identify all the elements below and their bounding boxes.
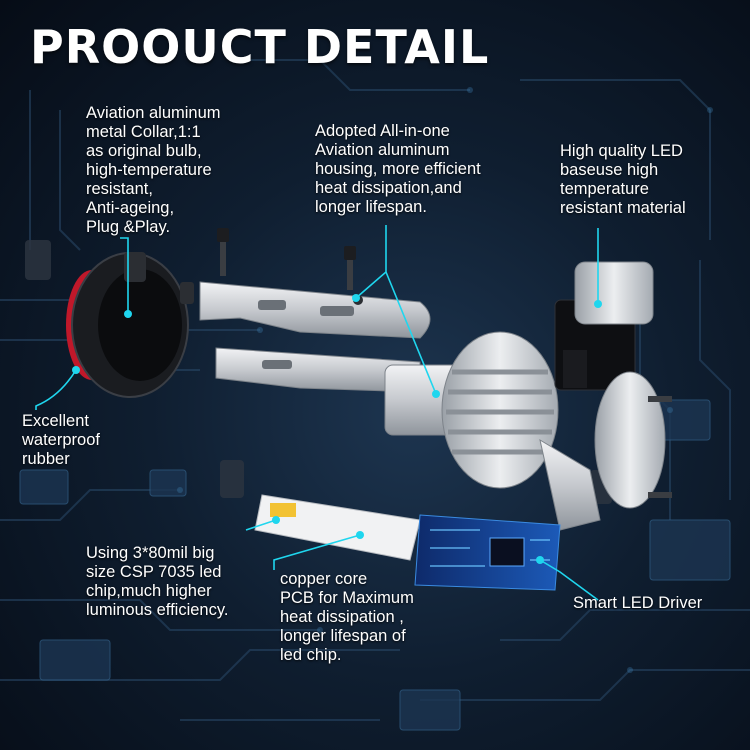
aluminum-collar [71, 252, 194, 398]
leader-driver [539, 559, 599, 601]
back-cover-disc [594, 371, 672, 509]
screw-middle [344, 246, 356, 290]
page-title: PROOUCT DETAIL [30, 20, 490, 74]
callout-collar: Aviation aluminum metal Collar,1:1 as or… [86, 104, 221, 236]
leader-collar [120, 237, 129, 312]
csp-led-chip [270, 503, 296, 517]
screw-left [217, 228, 229, 276]
copper-core-pcb [254, 494, 421, 561]
led-base [554, 261, 654, 391]
aluminum-housing [384, 331, 601, 531]
leader-rubber [35, 369, 77, 410]
leader-chip [245, 519, 277, 531]
leader-housing-a [355, 225, 387, 299]
callout-led-base: High quality LED baseuse high temperatur… [560, 142, 686, 217]
callout-led-driver: Smart LED Driver [573, 594, 703, 612]
callout-housing: Adopted All-in-one Aviation aluminum hou… [315, 122, 481, 216]
lower-housing-half [215, 347, 421, 393]
callout-rubber: Excellent waterproof rubber [22, 412, 100, 468]
upper-housing-half [199, 281, 431, 339]
smart-led-driver-board [414, 514, 561, 591]
callout-led-chip: Using 3*80mil big size CSP 7035 led chip… [86, 544, 229, 619]
leader-pcb [273, 534, 361, 570]
leader-housing-b [385, 271, 437, 395]
callout-pcb: copper core PCB for Maximum heat dissipa… [280, 570, 414, 664]
